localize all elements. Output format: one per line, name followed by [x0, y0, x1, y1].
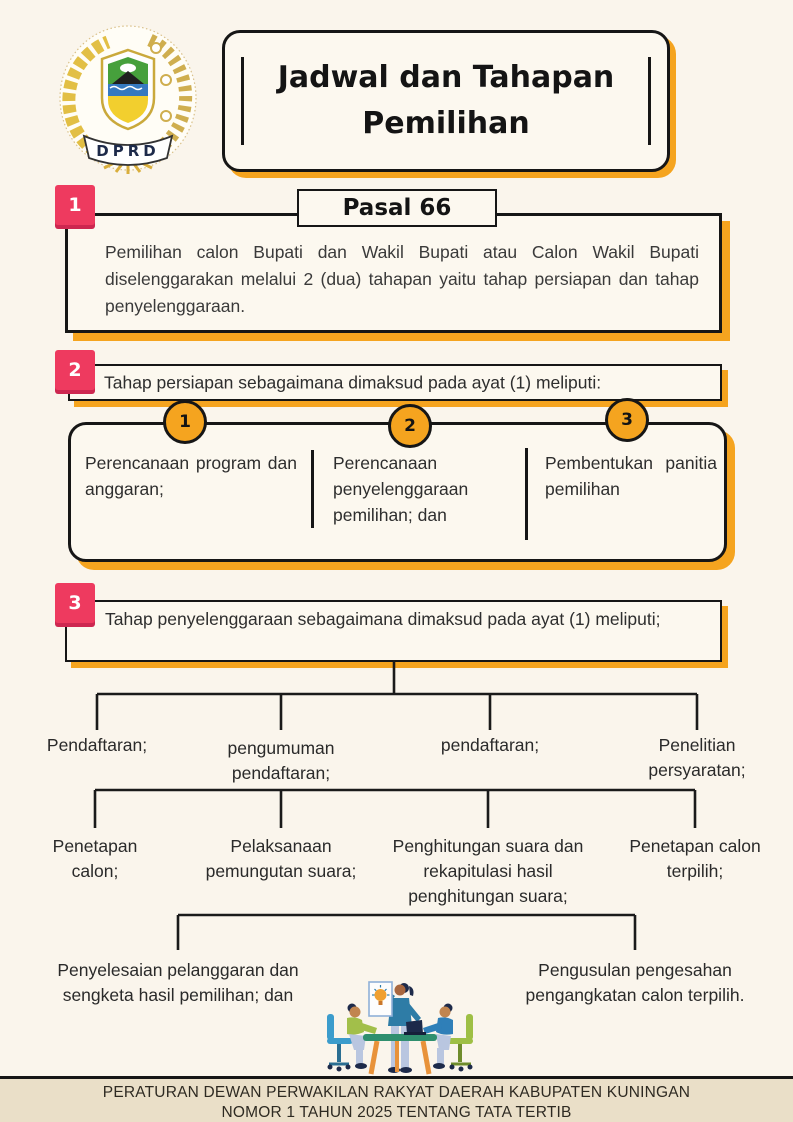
- stage-pengumuman-pendaftaran: pengumuman pendaftaran;: [227, 738, 335, 783]
- section1-heading: Pasal 66: [342, 195, 452, 221]
- laptop-icon: [404, 1020, 426, 1035]
- idea-poster: [368, 981, 393, 1017]
- section3-badge: 3: [55, 583, 95, 623]
- office-chair-left: [327, 1014, 353, 1072]
- column-divider-2: [525, 448, 528, 540]
- section1-badge: 1: [55, 185, 95, 225]
- dprd-logo-graphic: DPRD: [59, 25, 197, 174]
- stage-penelitian-persyaratan: Penelitian persyaratan;: [648, 735, 746, 780]
- title-rule-right: [648, 57, 651, 145]
- dprd-logo: DPRD: [56, 24, 200, 176]
- person-sitting-right: [423, 1003, 453, 1069]
- section2-badge: 2: [55, 350, 95, 390]
- person-sitting-left: [347, 1003, 377, 1069]
- stage-penghitungan-rekapitulasi: Penghitungan suara dan rekapitulasi hasi…: [392, 836, 584, 906]
- section3-box: [65, 600, 722, 662]
- section2-box: [68, 422, 727, 562]
- column-divider-1: [311, 450, 314, 528]
- wreath-left: [62, 35, 111, 158]
- stage-pelaksanaan-pemungutan-suara: Pelaksanaan pemungutan suara;: [205, 836, 357, 881]
- stage-penyelesaian-pelanggaran: Penyelesaian pelanggaran dan sengketa ha…: [57, 960, 299, 1005]
- stage-pendaftaran-1: Pendaftaran;: [46, 735, 148, 755]
- step3-circle: 3: [605, 398, 649, 442]
- title-box: Jadwal dan Tahapan Pemilihan: [222, 30, 670, 172]
- meeting-illustration: [325, 978, 475, 1078]
- stage-penetapan-calon: Penetapan calon;: [52, 836, 138, 881]
- footer-bar: PERATURAN DEWAN PERWAKILAN RAKYAT DAERAH…: [0, 1076, 793, 1122]
- footer-line2: NOMOR 1 TAHUN 2025 TENTANG TATA TERTIB: [221, 1104, 572, 1121]
- table: [363, 1034, 437, 1075]
- stage-pengusulan-pengesahan: Pengusulan pengesahan pengangkatan calon…: [525, 960, 745, 1005]
- prep-item-1: Perencanaan program dan anggaran;: [85, 453, 297, 499]
- step2-circle: 2: [388, 404, 432, 448]
- section2-heading-bar: Tahap persiapan sebagaimana dimaksud pad…: [68, 364, 722, 401]
- prep-item-3: Pembentukan panitia pemilihan: [545, 453, 717, 499]
- step1-circle: 1: [163, 400, 207, 444]
- flowchart-connectors: [93, 660, 699, 950]
- section2-heading: Tahap persiapan sebagaimana dimaksud pad…: [104, 372, 602, 392]
- page-title: Jadwal dan Tahapan Pemilihan: [277, 60, 615, 141]
- stage-pendaftaran-2: pendaftaran;: [440, 735, 540, 755]
- wreath-right: [147, 34, 193, 152]
- stage-penetapan-calon-terpilih: Penetapan calon terpilih;: [629, 836, 761, 881]
- section1-heading-box: Pasal 66: [297, 189, 497, 227]
- section1-box: [65, 213, 722, 333]
- logo-banner-text: DPRD: [96, 142, 159, 160]
- office-chair-right: [447, 1014, 473, 1072]
- banner-ribbon: [82, 134, 174, 166]
- footer-line1: PERATURAN DEWAN PERWAKILAN RAKYAT DAERAH…: [102, 1084, 691, 1101]
- title-rule-left: [241, 57, 244, 145]
- prep-item-2: Perencanaan penyelenggaraan pemilihan; d…: [333, 453, 469, 525]
- section1-body: Pemilihan calon Bupati dan Wakil Bupati …: [105, 242, 699, 316]
- shield: [100, 48, 156, 131]
- section3-heading: Tahap penyelenggaraan sebagaimana dimaks…: [105, 609, 661, 629]
